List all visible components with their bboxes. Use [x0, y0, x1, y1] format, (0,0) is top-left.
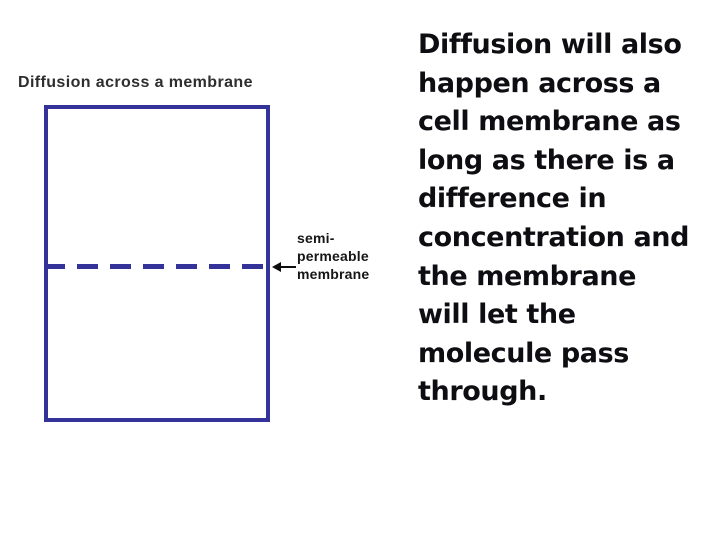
- membrane-label: semi- permeable membrane: [297, 230, 370, 282]
- semi-permeable-membrane-dashed-line: [44, 264, 271, 269]
- arrow-tail: [279, 266, 296, 268]
- diagram-title: Diffusion across a membrane: [18, 74, 253, 91]
- left-arrow-icon: [272, 262, 296, 272]
- arrow-head: [272, 262, 281, 272]
- container-rect: [44, 105, 270, 422]
- body-text: Diffusion will also happen across a cell…: [418, 29, 690, 408]
